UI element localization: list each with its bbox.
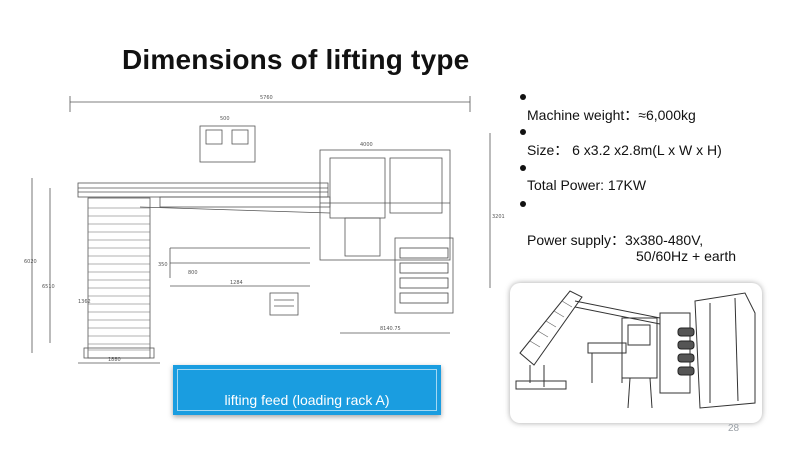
slide-title: Dimensions of lifting type	[122, 44, 470, 75]
bullet-icon	[520, 201, 526, 207]
dim-label: 350	[158, 262, 168, 268]
spec-machine-weight: Machine weight：≈6,000kg	[527, 107, 696, 123]
caption-box: lifting feed (loading rack A)	[173, 365, 441, 415]
spec-size: Size： 6 x3.2 x2.8m(L x W x H)	[527, 142, 722, 158]
dim-label: 4000	[360, 142, 373, 148]
page-number: 28	[728, 423, 740, 434]
dim-label: 5760	[260, 95, 273, 101]
bullet-icon	[520, 129, 526, 135]
dim-label: 6510	[42, 284, 55, 290]
dim-label: 1880	[108, 357, 121, 363]
bullet-icon	[520, 165, 526, 171]
dim-label: 3201	[492, 214, 505, 220]
dim-label: 6020	[24, 259, 37, 265]
spec-list: Machine weight：≈6,000kg Size： 6 x3.2 x2.…	[515, 90, 800, 270]
dim-label: 500	[220, 116, 230, 122]
dim-label: 1284	[230, 280, 243, 286]
spec-power-supply-cont: 50/60Hz + earth	[636, 248, 737, 264]
dim-label: 800	[188, 270, 198, 276]
dim-label: 8140.75	[380, 326, 401, 332]
caption-frame	[177, 369, 437, 411]
dim-label: 1362	[78, 299, 91, 305]
caption-text: lifting feed (loading rack A)	[224, 392, 390, 408]
machine-illustration	[515, 290, 756, 409]
spec-total-power: Total Power: 17KW	[527, 177, 647, 193]
layout-drawing: 5760 6020 6510 8140.75 3201 1284 800 350…	[24, 95, 505, 364]
spec-power-supply: Power supply：3x380-480V,	[527, 232, 704, 248]
machine-photo	[510, 283, 762, 423]
bullet-icon	[520, 94, 526, 100]
